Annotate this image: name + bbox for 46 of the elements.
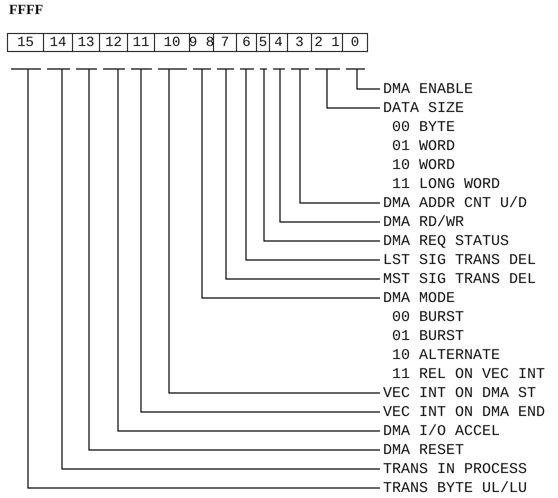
- bit-field-name: DMA ENABLE: [383, 80, 474, 98]
- leader-line: [168, 69, 380, 394]
- bit-cell: 4: [269, 33, 288, 52]
- bit-field-name: DMA RD/WR: [383, 212, 464, 232]
- bit-cell: 9 8: [189, 33, 214, 52]
- bit-field-name: DATA SIZE: [383, 98, 466, 118]
- bit-cell: 6: [236, 33, 257, 52]
- bit-cell: 12: [99, 33, 128, 52]
- leader-line: [279, 69, 380, 223]
- leader-line: [263, 69, 380, 242]
- leader-line: [326, 69, 380, 109]
- bit-cell: 15: [7, 33, 44, 52]
- bit-cell: 13: [72, 33, 100, 52]
- option-value: 11 LONG WORD: [391, 174, 500, 194]
- bit-field-name: DMA MODE: [383, 288, 456, 308]
- leader-line: [356, 69, 380, 90]
- bit-field-name: DMA RESET: [383, 440, 464, 460]
- bit-field-name: DMA REQ STATUS: [383, 232, 510, 250]
- leader-line: [299, 69, 380, 204]
- option-value: 00 BYTE: [391, 118, 456, 136]
- bit-field-name: TRANS BYTE UL/LU: [383, 478, 528, 498]
- bit-cell: 2 1: [311, 33, 343, 52]
- leader-line: [245, 69, 380, 261]
- bit-field-name: DMA I/O ACCEL: [383, 422, 500, 440]
- leader-line: [225, 69, 380, 280]
- bit-cell: 10: [154, 33, 190, 52]
- option-value: 01 BURST: [391, 326, 466, 346]
- bit-cell: 0: [342, 33, 368, 52]
- option-value: 10 WORD: [391, 156, 456, 174]
- bit-cell: 5: [256, 33, 270, 52]
- bit-field-name: MST SIG TRANS DEL: [383, 270, 536, 288]
- bit-cell: 11: [127, 33, 155, 52]
- option-value: 01 WORD: [391, 136, 456, 156]
- leader-line: [201, 69, 380, 299]
- bit-cell: 3: [287, 33, 312, 52]
- bit-field-name: DMA ADDR CNT U/D: [383, 194, 528, 212]
- option-value: 00 BURST: [391, 308, 466, 326]
- bit-field-name: LST SIG TRANS DEL: [383, 250, 536, 270]
- bit-cell: 7: [213, 33, 237, 52]
- bit-cell: 14: [43, 33, 73, 52]
- register-address: FFFF: [9, 3, 44, 19]
- option-value: 11 REL ON VEC INT: [391, 364, 546, 384]
- bit-field-name: VEC INT ON DMA ST: [383, 384, 536, 402]
- bit-field-name: TRANS IN PROCESS: [383, 460, 528, 478]
- bit-field-name: VEC INT ON DMA END: [383, 402, 546, 422]
- option-value: 10 ALTERNATE: [391, 346, 502, 364]
